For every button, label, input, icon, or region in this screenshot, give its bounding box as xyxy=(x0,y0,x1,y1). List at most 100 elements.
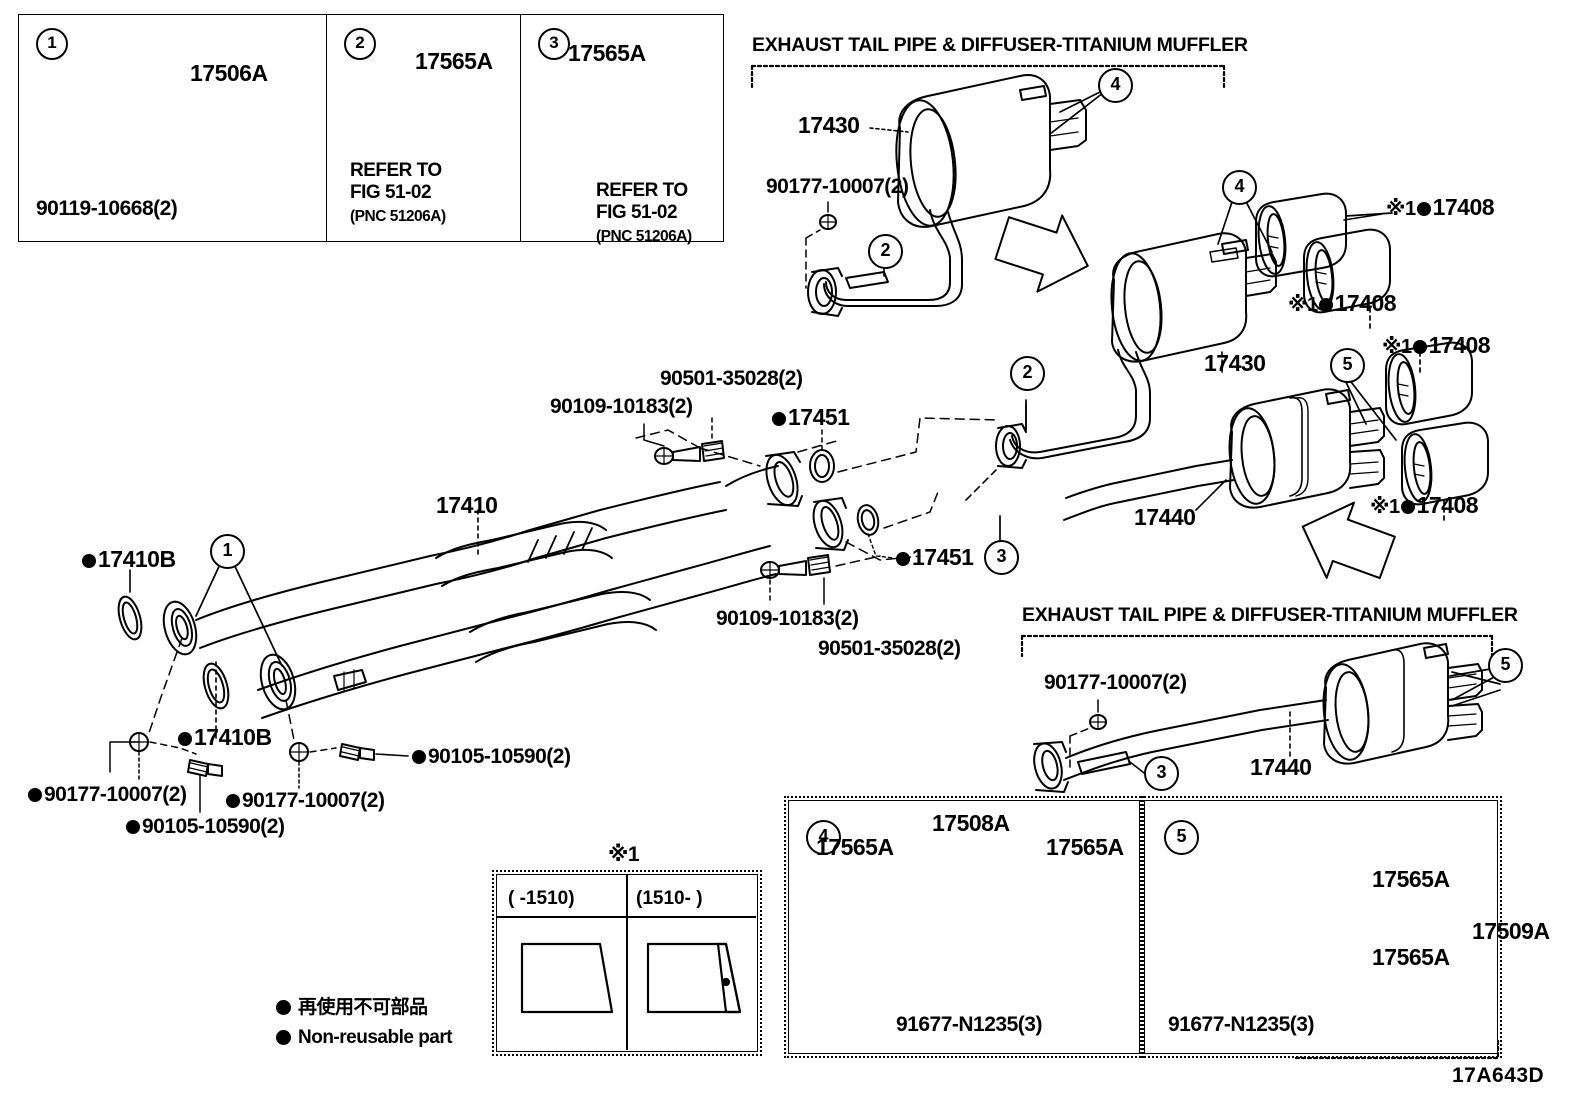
label-90105-a: 90105-10590(2) xyxy=(126,815,285,838)
label-17410B-upper: 17410B xyxy=(82,548,176,571)
panel4-right-part: 17565A xyxy=(1046,834,1124,860)
detail-panel-4 xyxy=(784,796,1144,1058)
non-reusable-dot xyxy=(1416,202,1431,216)
label-17408-4-text: 17408 xyxy=(1416,492,1479,518)
note-marker-icon: ※1 xyxy=(1370,496,1400,518)
detail-panel-1 xyxy=(18,14,328,242)
detail-panel-5 xyxy=(1140,796,1502,1058)
panel3-refer-note: REFER TO FIG 51-02 (PNC 51206A) xyxy=(596,180,692,247)
label-90105-a-text: 90105-10590(2) xyxy=(142,815,285,838)
variant-table-divider-v xyxy=(626,874,628,1050)
label-17410B-lower: 17410B xyxy=(178,726,272,749)
label-90177-left-a: 90177-10007(2) xyxy=(28,783,187,806)
label-90177-top: 90177-10007(2) xyxy=(766,175,909,198)
label-90109-lower: 90109-10183(2) xyxy=(716,607,859,630)
legend-english-text: Non-reusable part xyxy=(298,1027,453,1048)
variant-table-marker: ※1 xyxy=(608,843,640,866)
panel1-hardware-label: 90119-10668(2) xyxy=(36,197,178,220)
label-17410-front-pipe: 17410 xyxy=(436,492,498,518)
callout-marker-1-main: 1 xyxy=(210,534,245,569)
label-17410B-upper-text: 17410B xyxy=(98,546,176,572)
label-90501-lower: 90501-35028(2) xyxy=(818,637,961,660)
panel2-refer-note: REFER TO FIG 51-02 (PNC 51206A) xyxy=(350,160,446,227)
non-reusable-dot xyxy=(226,794,240,808)
label-17408-3: ※1 17408 xyxy=(1382,332,1491,358)
non-reusable-dot xyxy=(412,750,426,764)
label-17451-lower: 17451 xyxy=(896,544,974,570)
panel4-bolt: 91677-N1235(3) xyxy=(896,1013,1042,1036)
panel4-left-part: 17565A xyxy=(816,834,894,860)
label-17408-4: ※1 17408 xyxy=(1370,492,1479,518)
non-reusable-dot xyxy=(178,732,192,746)
label-17408-1: ※1 17408 xyxy=(1386,194,1495,220)
note-marker-icon: ※1 xyxy=(1288,294,1318,316)
callout-marker-5-bottom: 5 xyxy=(1488,648,1523,683)
variant-range-left: ( -1510) xyxy=(508,888,575,909)
non-reusable-dot xyxy=(276,1000,291,1015)
legend-japanese-text: 再使用不可部品 xyxy=(298,996,428,1018)
callout-marker-2-top: 2 xyxy=(868,234,903,269)
non-reusable-dot xyxy=(1400,500,1415,514)
legend-english: Non-reusable part xyxy=(276,1027,453,1048)
note-marker-icon: ※1 xyxy=(1386,198,1416,220)
non-reusable-dot xyxy=(276,1030,291,1045)
panel1-part-label: 17506A xyxy=(190,60,268,86)
label-17410B-lower-text: 17410B xyxy=(194,724,272,750)
label-90109-upper: 90109-10183(2) xyxy=(550,395,693,418)
label-17440-center: 17440 xyxy=(1134,504,1196,530)
note-marker-icon: ※1 xyxy=(1382,336,1412,358)
section-header-top: EXHAUST TAIL PIPE & DIFFUSER-TITANIUM MU… xyxy=(752,34,1248,56)
callout-marker-4-right: 4 xyxy=(1222,170,1257,205)
label-90501-upper: 90501-35028(2) xyxy=(660,367,803,390)
callout-marker-4-top: 4 xyxy=(1098,68,1133,103)
non-reusable-dot xyxy=(1318,298,1333,312)
label-90177-left-b-text: 90177-10007(2) xyxy=(242,789,385,812)
label-90177-bottom: 90177-10007(2) xyxy=(1044,671,1187,694)
panel2-refer-line2: FIG 51-02 xyxy=(350,182,432,204)
label-17430-rear: 17430 xyxy=(798,112,860,138)
variant-table-divider-h2 xyxy=(628,916,756,918)
label-90177-left-b: 90177-10007(2) xyxy=(226,789,385,812)
non-reusable-dot xyxy=(126,820,140,834)
panel4-main-part: 17508A xyxy=(932,810,1010,836)
callout-marker-2-mid: 2 xyxy=(1010,356,1045,391)
variant-table-divider-h xyxy=(496,916,626,918)
label-17408-1-text: 17408 xyxy=(1432,194,1495,220)
panel5-lower-part: 17565A xyxy=(1372,944,1450,970)
non-reusable-dot xyxy=(772,412,786,426)
callout-marker-3-mid: 3 xyxy=(984,540,1019,575)
panel2-part-label: 17565A xyxy=(415,48,493,74)
label-17451-upper-text: 17451 xyxy=(788,404,850,430)
label-17408-2-text: 17408 xyxy=(1334,290,1397,316)
label-17430-center: 17430 xyxy=(1204,350,1266,376)
callout-marker-5-panel: 5 xyxy=(1164,820,1199,855)
panel5-bolt: 91677-N1235(3) xyxy=(1168,1013,1314,1036)
callout-marker-1-panel: 1 xyxy=(36,28,68,60)
panel2-refer-line3: (PNC 51206A) xyxy=(350,207,446,225)
label-17451-lower-text: 17451 xyxy=(912,544,974,570)
label-17440-bottom: 17440 xyxy=(1250,754,1312,780)
panel2-refer-line1: REFER TO xyxy=(350,160,442,181)
callout-marker-2-panel: 2 xyxy=(344,28,376,60)
non-reusable-dot xyxy=(896,552,910,566)
panel3-refer-line2: FIG 51-02 xyxy=(596,202,678,224)
panel3-refer-line1: REFER TO xyxy=(596,180,688,201)
label-90177-left-a-text: 90177-10007(2) xyxy=(44,783,187,806)
callout-marker-4-panel: 4 xyxy=(806,820,841,855)
panel3-refer-line3: (PNC 51206A) xyxy=(596,227,692,245)
label-17408-2: ※1 17408 xyxy=(1288,290,1397,316)
section-header-bottom: EXHAUST TAIL PIPE & DIFFUSER-TITANIUM MU… xyxy=(1022,604,1518,626)
non-reusable-dot xyxy=(28,788,42,802)
label-17408-3-text: 17408 xyxy=(1428,332,1491,358)
variant-range-right: (1510- ) xyxy=(636,888,703,909)
label-17451-upper: 17451 xyxy=(772,404,850,430)
non-reusable-dot xyxy=(1412,340,1427,354)
panel5-upper-part: 17565A xyxy=(1372,866,1450,892)
non-reusable-dot xyxy=(82,554,96,568)
callout-marker-5-right: 5 xyxy=(1330,348,1365,383)
legend-japanese: 再使用不可部品 xyxy=(276,998,428,1017)
label-90105-b: 90105-10590(2) xyxy=(412,746,571,767)
callout-marker-3-bottom: 3 xyxy=(1144,756,1179,791)
panel3-part-label: 17565A xyxy=(568,40,646,66)
